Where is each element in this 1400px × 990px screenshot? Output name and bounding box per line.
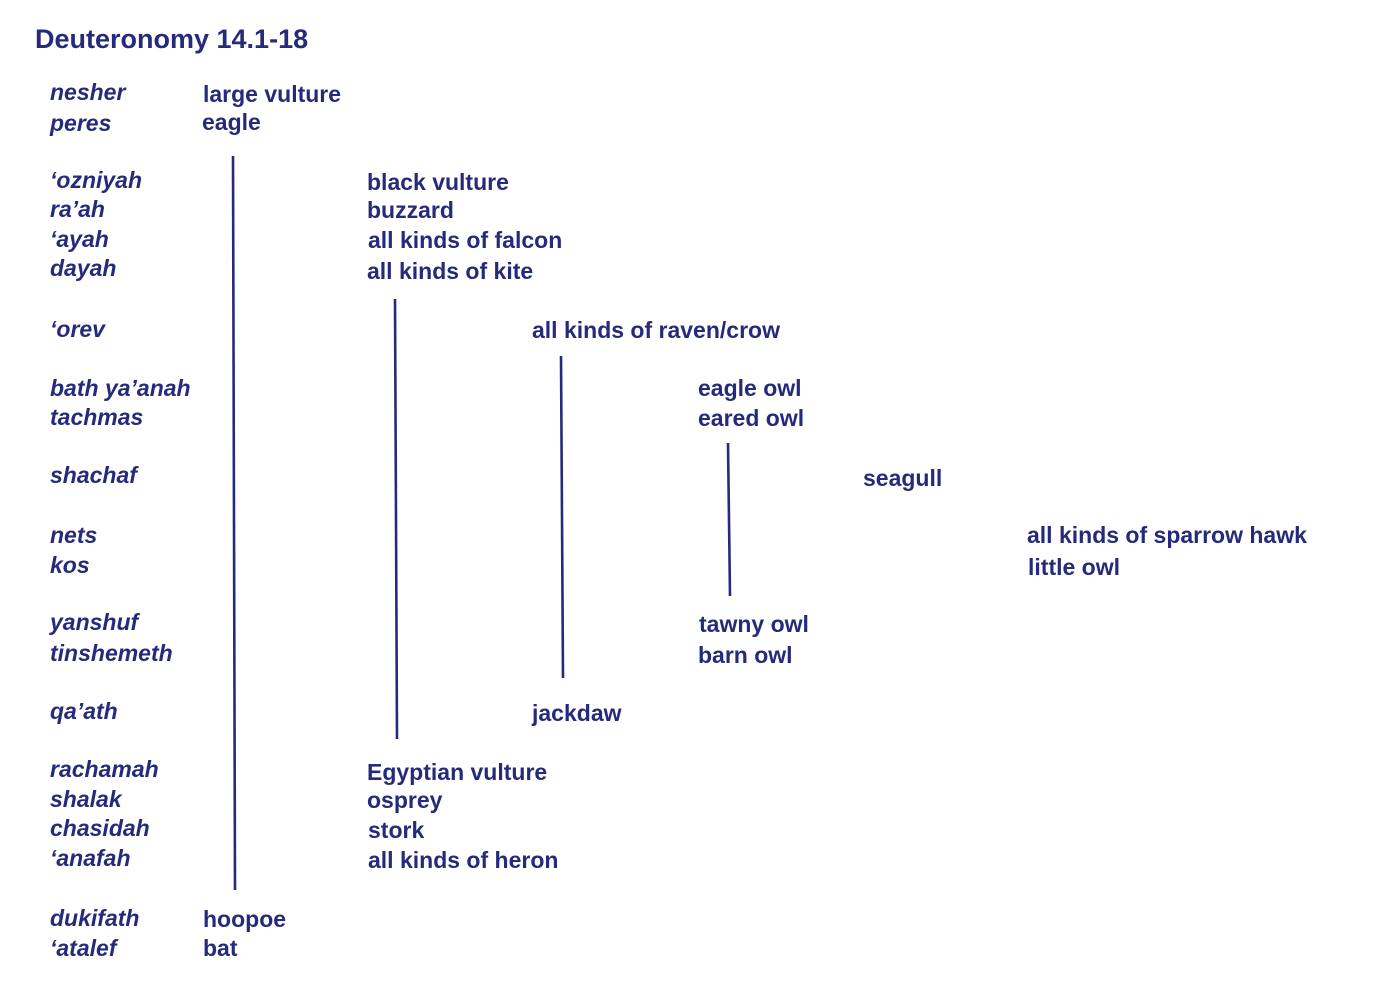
- hebrew-term: chasidah: [50, 815, 150, 841]
- bracket-line-second: [393, 298, 399, 740]
- hebrew-term: yanshuf: [50, 609, 139, 635]
- bracket-line-outer: [231, 155, 237, 891]
- hebrew-term: shalak: [50, 786, 122, 812]
- english-term: all kinds of kite: [367, 258, 534, 284]
- english-term: all kinds of sparrow hawk: [1027, 522, 1307, 548]
- english-term: barn owl: [698, 642, 793, 668]
- english-term: eagle: [202, 109, 261, 135]
- english-term: jackdaw: [532, 700, 622, 726]
- hebrew-term: nesher: [50, 79, 126, 105]
- english-term: stork: [368, 817, 425, 843]
- hebrew-term: ra’ah: [50, 196, 105, 222]
- english-term: buzzard: [367, 197, 454, 223]
- hebrew-term: tachmas: [50, 404, 144, 430]
- hebrew-term: rachamah: [50, 756, 159, 782]
- english-term: bat: [203, 935, 238, 961]
- english-term: large vulture: [203, 81, 342, 107]
- hebrew-term: ‘orev: [50, 316, 105, 342]
- english-term: little owl: [1028, 554, 1120, 580]
- hebrew-term: ‘ayah: [50, 226, 109, 252]
- hebrew-term: shachaf: [50, 462, 137, 488]
- hebrew-term: bath ya’anah: [50, 375, 191, 401]
- english-term: tawny owl: [699, 611, 809, 637]
- hebrew-term: ‘atalef: [50, 935, 117, 961]
- hebrew-term: dayah: [50, 255, 117, 281]
- english-term: seagull: [863, 465, 943, 491]
- hebrew-term: kos: [50, 552, 90, 578]
- hebrew-term: dukifath: [50, 905, 140, 931]
- english-term: osprey: [367, 787, 443, 813]
- hebrew-term: ‘anafah: [50, 845, 131, 871]
- english-term: all kinds of raven/crow: [532, 317, 780, 343]
- hebrew-term: qa’ath: [50, 698, 118, 724]
- english-term: Egyptian vulture: [367, 759, 548, 785]
- english-term: all kinds of heron: [368, 847, 559, 873]
- hebrew-term: nets: [50, 522, 98, 548]
- bracket-line-inner: [726, 442, 732, 597]
- english-term: eared owl: [698, 405, 805, 431]
- english-term: all kinds of falcon: [368, 227, 563, 253]
- hebrew-term: tinshemeth: [50, 640, 173, 666]
- hebrew-term: ‘ozniyah: [50, 167, 143, 193]
- english-term: hoopoe: [203, 906, 287, 932]
- english-term: eagle owl: [698, 375, 802, 401]
- hebrew-term: peres: [50, 110, 112, 136]
- english-term: black vulture: [367, 169, 509, 195]
- diagram-title: Deuteronomy 14.1-18: [35, 24, 309, 54]
- bracket-line-third: [559, 355, 565, 679]
